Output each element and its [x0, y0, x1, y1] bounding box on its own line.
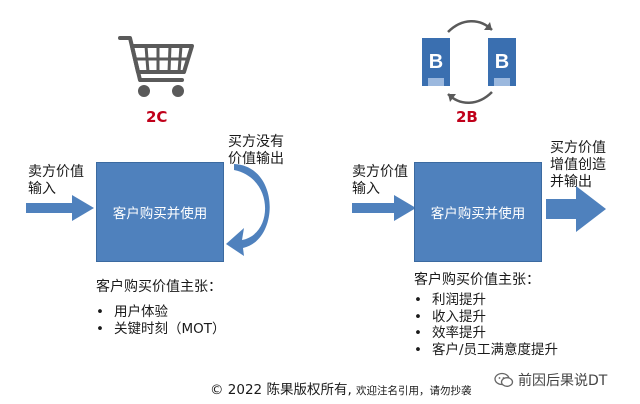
left-claim-heading: 客户购买价值主张： [96, 279, 222, 295]
left-usage-box: 客户购买并使用 [96, 162, 224, 262]
right-seller-label: 卖方价值 输入 [352, 164, 408, 197]
list-item: •利润提升 [414, 292, 486, 308]
right-title: 2B [456, 108, 478, 126]
left-claim-list: •用户体验 •关键时刻（MOT） [96, 304, 226, 337]
watermark: 前因后果说DT [494, 370, 607, 390]
svg-text:B: B [495, 51, 509, 73]
left-title: 2C [146, 108, 168, 126]
right-output-arrow [546, 186, 606, 232]
list-item: •用户体验 [96, 304, 168, 320]
watermark-text: 前因后果说DT [518, 373, 608, 389]
left-seller-label: 卖方价值 输入 [28, 164, 84, 197]
right-input-arrow [352, 195, 416, 221]
wechat-icon [494, 372, 514, 387]
curved-return-arrow [226, 164, 270, 256]
buildings-exchange-icon: B B [422, 20, 516, 104]
list-item: •效率提升 [414, 325, 486, 341]
svg-text:B: B [429, 51, 443, 73]
list-item: •关键时刻（MOT） [96, 320, 226, 337]
list-item: •客户/员工满意度提升 [414, 341, 559, 358]
copyright-notice: © 2022 陈果版权所有, 欢迎注名引用，请勿抄袭 [210, 382, 472, 398]
left-buyer-label: 买方没有 价值输出 [228, 134, 284, 167]
list-item: •收入提升 [414, 308, 486, 325]
shopping-cart-icon [118, 36, 194, 97]
right-claim-heading: 客户购买价值主张： [414, 272, 540, 288]
left-input-arrow [26, 195, 94, 221]
right-buyer-label: 买方价值 增值创造 并输出 [550, 140, 606, 190]
right-usage-box: 客户购买并使用 [414, 162, 542, 262]
right-claim-list: •利润提升 •收入提升 •效率提升 •客户/员工满意度提升 [414, 292, 558, 358]
